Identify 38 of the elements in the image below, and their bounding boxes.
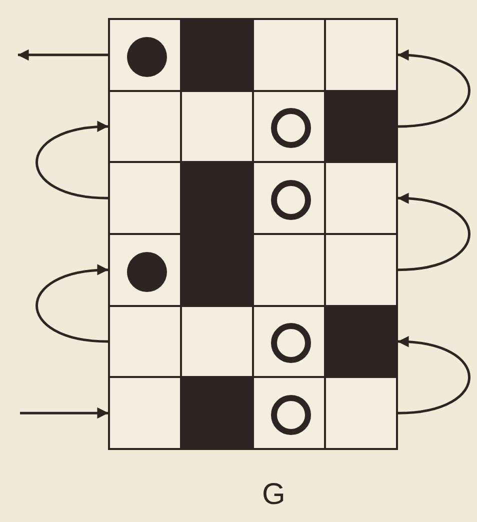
grid-cell — [252, 161, 326, 235]
grid-cell — [324, 161, 398, 235]
grid-cell — [180, 90, 254, 164]
ring — [271, 395, 311, 436]
arrow — [398, 193, 470, 272]
grid-cell — [108, 18, 182, 92]
grid-cell — [108, 376, 182, 450]
grid-cell — [180, 304, 254, 378]
arrow — [36, 121, 108, 200]
ring — [271, 108, 311, 148]
grid-cell — [108, 90, 182, 164]
grid-cell — [108, 161, 182, 235]
grid-cell — [252, 376, 326, 450]
figure-letter: G — [262, 478, 286, 512]
shaded-cell — [324, 304, 398, 378]
arrow — [18, 49, 108, 61]
shaded-cell — [180, 376, 254, 450]
grid-cell — [252, 233, 326, 307]
shaded-cell — [180, 18, 254, 92]
grid-cell — [252, 90, 326, 164]
grid-cell — [324, 376, 398, 450]
grid-cell — [252, 304, 326, 378]
ring — [271, 180, 311, 220]
shaded-cell — [180, 233, 254, 307]
grid-cell — [252, 18, 326, 92]
arrow — [36, 264, 108, 343]
arrow — [20, 407, 108, 419]
grid-cell — [108, 304, 182, 378]
filled-dot — [127, 36, 167, 77]
grid-cell — [108, 233, 182, 307]
filled-dot — [127, 252, 167, 292]
ring — [271, 323, 311, 364]
arrow — [398, 336, 470, 414]
arrow — [398, 50, 470, 128]
shaded-cell — [324, 90, 398, 164]
grid-cell — [324, 233, 398, 307]
shaded-cell — [180, 161, 254, 235]
grid-cell — [324, 18, 398, 92]
